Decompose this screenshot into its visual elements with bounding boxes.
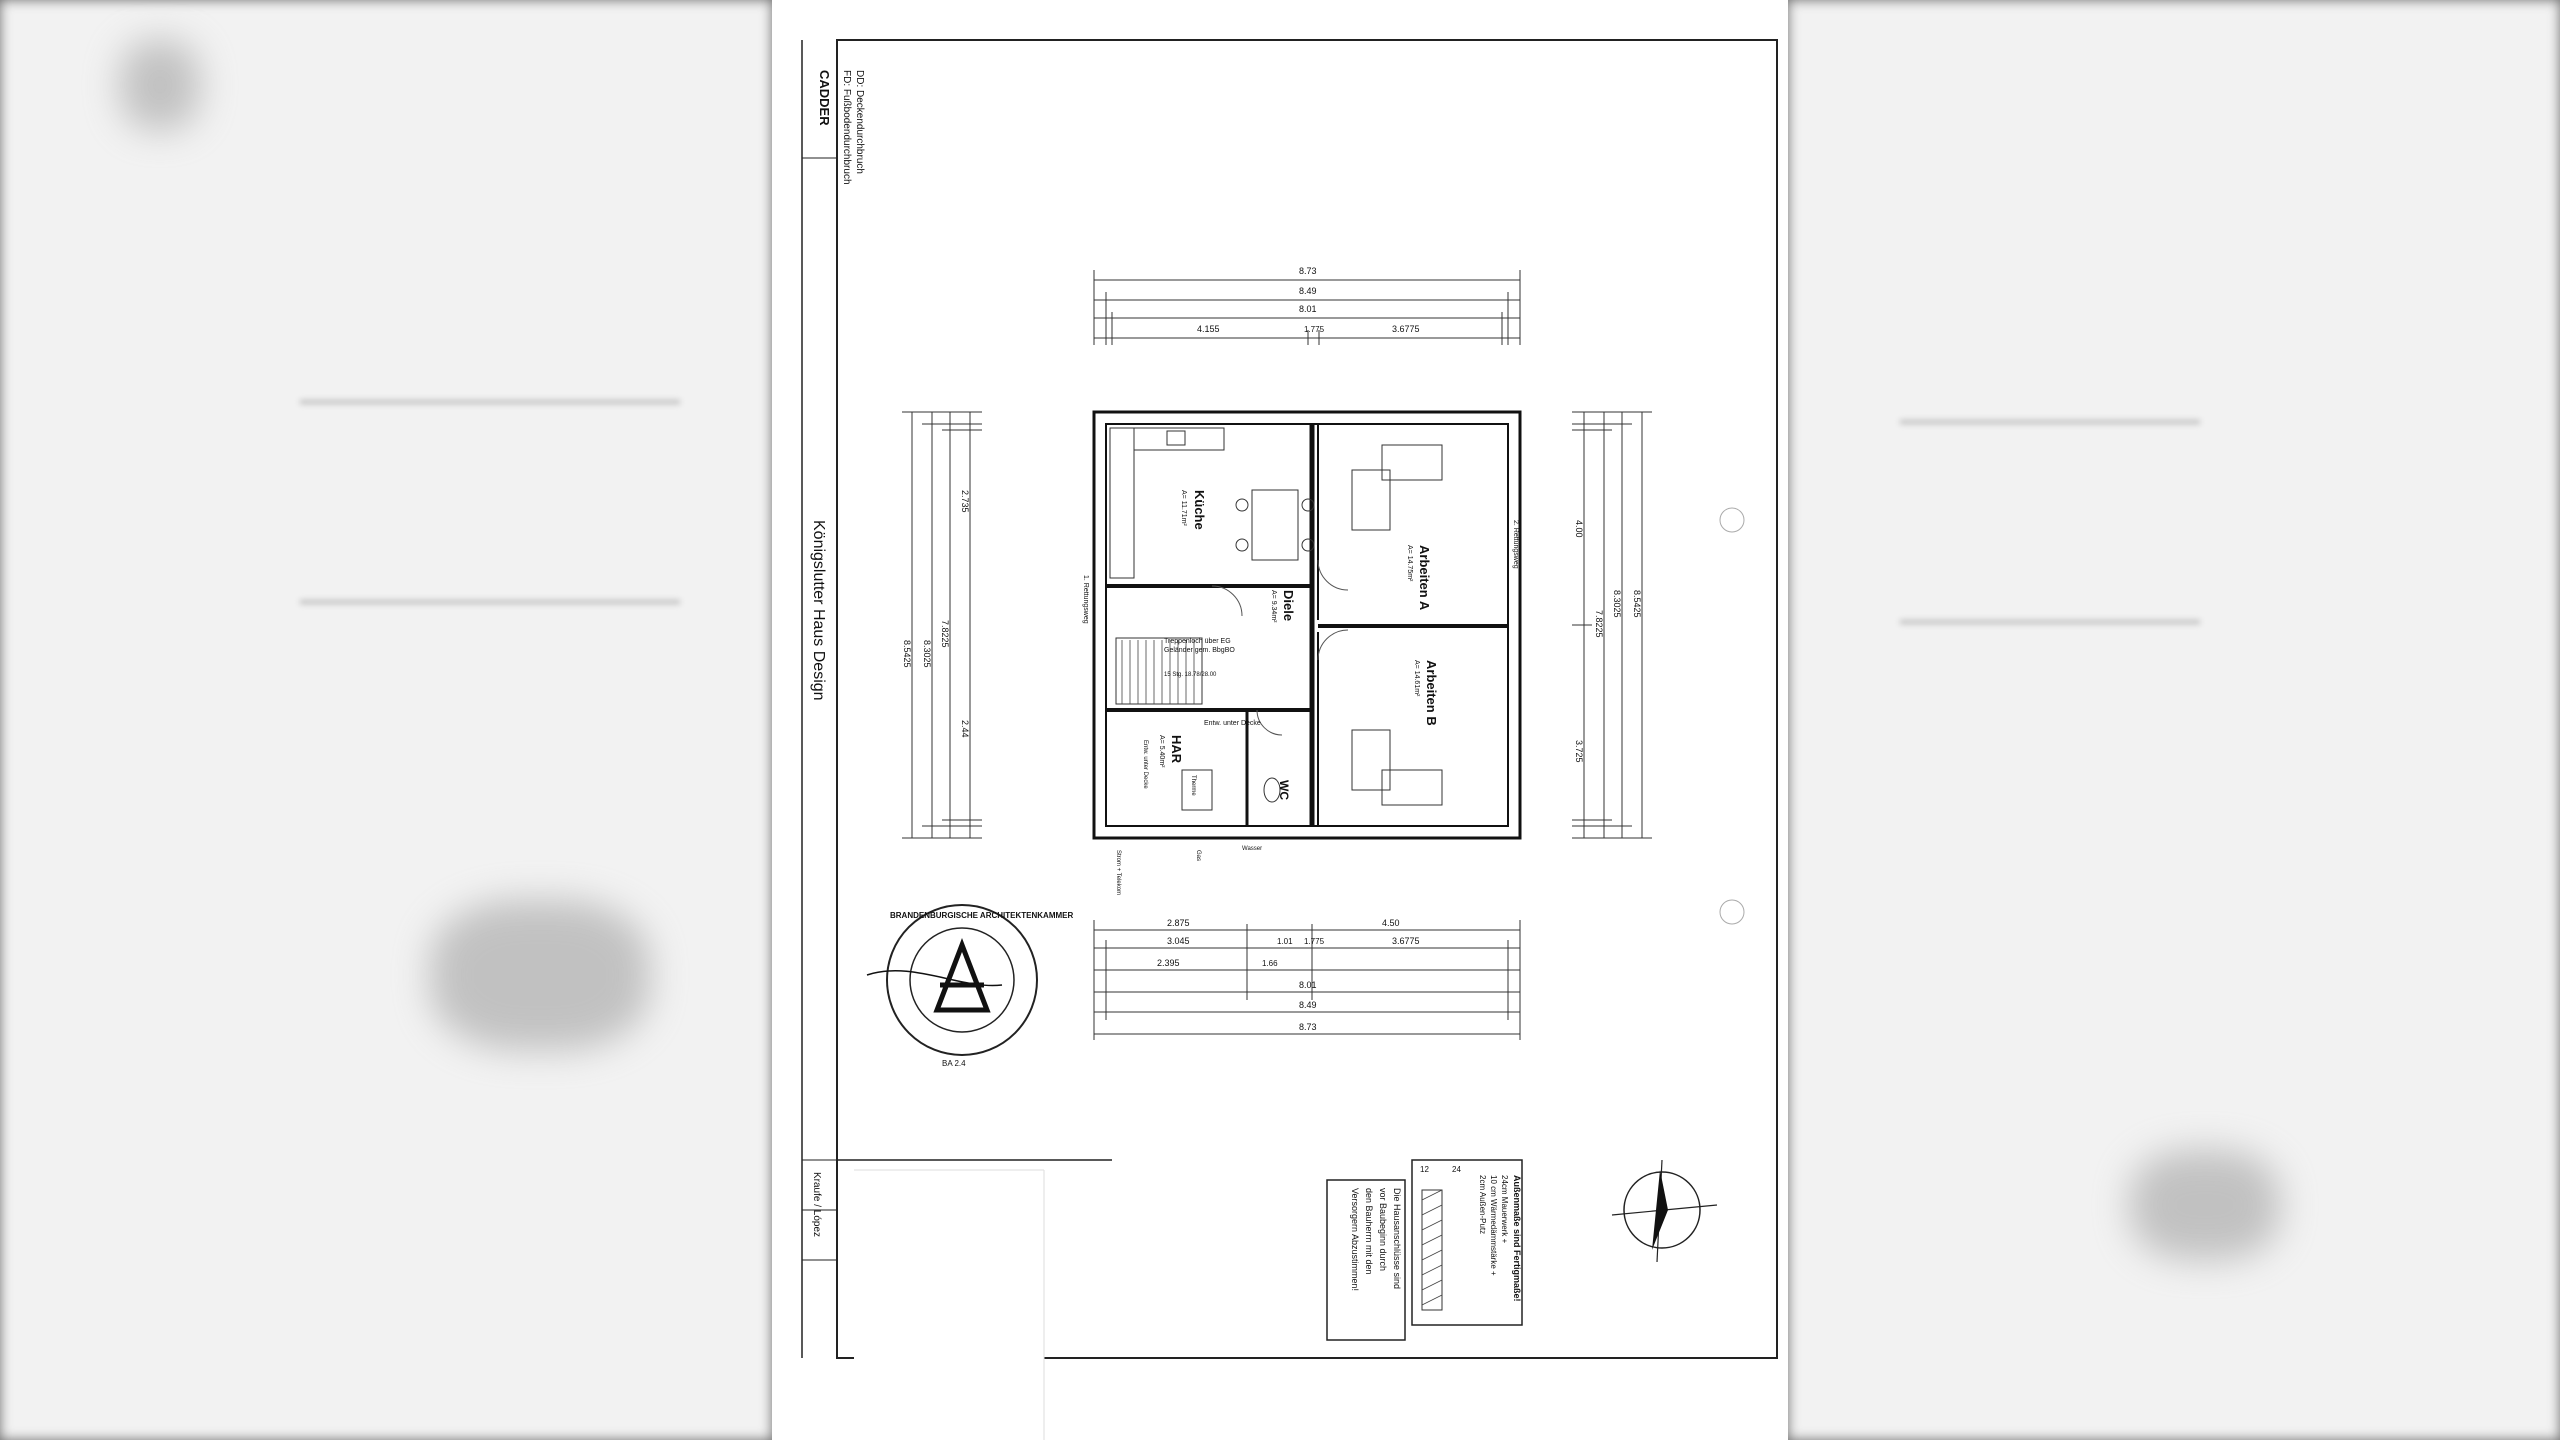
floor-plan [1092,410,1522,840]
backdrop-line [1900,620,2200,624]
backdrop-line [300,400,680,404]
dim-bottom-9: 8.01 [1299,980,1317,990]
stamp-text: BRANDENBURGISCHE ARCHITEKTENKAMMER [890,911,1073,920]
dim-right-3: 7.8225 [1594,610,1604,638]
backdrop-logo-blur [120,40,200,130]
backdrop-line [300,600,680,604]
dim-bottom-1: 2.875 [1167,918,1190,928]
note-box1-line2: 24cm Mauerwerk + [1500,1175,1509,1244]
bottom-dimensions [1093,920,1521,1040]
architect-stamp [866,904,1038,1056]
dim-top-6: 3.6775 [1392,324,1420,334]
dim-bottom-2: 4.50 [1382,918,1400,928]
note-box2-line4: Versorgern Abzustimmen! [1350,1188,1360,1291]
annot-gelaender: Geländer gem. BbgBO [1164,647,1235,654]
top-dimensions [1093,270,1521,345]
room-arbeiten-a-area: A= 14.75m² [1406,545,1413,582]
dim-left-3: 7.8225 [940,620,950,648]
dim-bottom-10: 8.49 [1299,1000,1317,1010]
annot-rettungsweg1: 1. Rettungsweg [1082,575,1089,624]
annot-rettungsweg2: 2. Rettungsweg [1512,520,1519,569]
room-kueche: Küche [1192,490,1207,530]
dim-bottom-3: 3.045 [1167,936,1190,946]
note-box1-dim1: 12 [1420,1165,1429,1174]
note-box2-line3: den Bauherrn mit den [1364,1188,1374,1275]
annot-therme: Therme [1190,775,1196,796]
dim-right-4: 4.00 [1574,520,1584,538]
annot-entw-decke: Entw. unter Decke [1204,720,1261,727]
annot-wasser: Wasser [1242,846,1262,852]
note-box1-dim2: 24 [1452,1165,1461,1174]
note-box-wall [1411,1159,1523,1326]
right-dimensions [1572,411,1652,839]
dim-top-2: 8.49 [1299,286,1317,296]
floor-plan-sheet: CADDER FD: Fußbodendurchbruch DD: Decken… [772,0,1788,1440]
dim-top-4: 4.155 [1197,324,1220,334]
backdrop-line [1900,420,2200,424]
left-dimensions [902,411,982,839]
annot-strom: Strom + Telekom [1115,850,1121,895]
dim-bottom-7: 2.395 [1157,958,1180,968]
room-diele-area: A= 9.34m² [1270,590,1277,623]
dim-left-4: 2.44 [960,720,970,738]
north-arrow-icon [1611,1159,1718,1263]
dim-bottom-8: 1.66 [1262,959,1278,968]
note-box2-line2: vor Baubeginn durch [1378,1188,1388,1271]
legend-fd: FD: Fußbodendurchbruch [841,70,852,185]
note-box2-line1: Die Hausanschlüsse sind [1392,1188,1402,1289]
dim-left-2: 8.3025 [922,640,932,668]
room-arbeiten-b: Arbeiten B [1424,660,1439,726]
room-arbeiten-b-area: A= 14.61m² [1413,660,1420,697]
note-box1-line4: 2cm Außen-Putz [1478,1175,1487,1234]
note-box-connections [1326,1179,1406,1341]
room-diele: Diele [1281,590,1296,621]
stamp-id: BA 2.4 [942,1059,966,1068]
note-box1-line3: 10 cm Wärmedämmstärke + [1489,1175,1498,1276]
note-box1-line1: Außenmaße sind Fertigmaße! [1512,1175,1522,1302]
dim-bottom-4: 1.01 [1277,937,1293,946]
dim-bottom-11: 8.73 [1299,1022,1317,1032]
room-arbeiten-a: Arbeiten A [1417,545,1432,611]
author: Kraufe / López [811,1172,822,1237]
backdrop-compass-blur [2130,1150,2280,1260]
paper-overlay [854,1170,1044,1440]
brand-logo: CADDER [817,70,832,126]
room-har: HAR [1169,735,1184,764]
punch-hole [1719,507,1745,533]
annot-stairs: 15 Stg. 18.78/28.00 [1164,672,1217,678]
floor-plan-drawing: CADDER FD: Fußbodendurchbruch DD: Decken… [801,39,1778,1440]
dim-right-5: 3.725 [1574,740,1584,763]
dim-top-5: 1.775 [1304,325,1325,334]
annot-treppenloch: Treppenloch über EG [1164,638,1231,645]
room-kueche-area: A= 11.71m² [1180,490,1187,527]
dim-left-5: 2.735 [960,490,970,513]
backdrop-left-panel [0,0,772,1440]
dim-right-1: 8.5425 [1632,590,1642,618]
dim-left-1: 8.5425 [902,640,912,668]
dim-bottom-6: 3.6775 [1392,936,1420,946]
annot-gas: Gas [1195,850,1201,861]
dim-bottom-5: 1.775 [1304,937,1325,946]
backdrop-stamp-blur [430,900,650,1050]
room-har-area: A= 5.40m² [1158,735,1165,768]
punch-hole [1719,899,1745,925]
dim-top-3: 8.01 [1299,304,1317,314]
annot-entw-decke2: Entw. unter Decke [1142,740,1148,789]
dim-right-2: 8.3025 [1612,590,1622,618]
room-wc: WC [1277,780,1291,800]
project-title: Königslutter Haus Design [810,520,827,701]
dim-top-1: 8.73 [1299,266,1317,276]
legend-dd: DD: Deckendurchbruch [854,70,865,174]
